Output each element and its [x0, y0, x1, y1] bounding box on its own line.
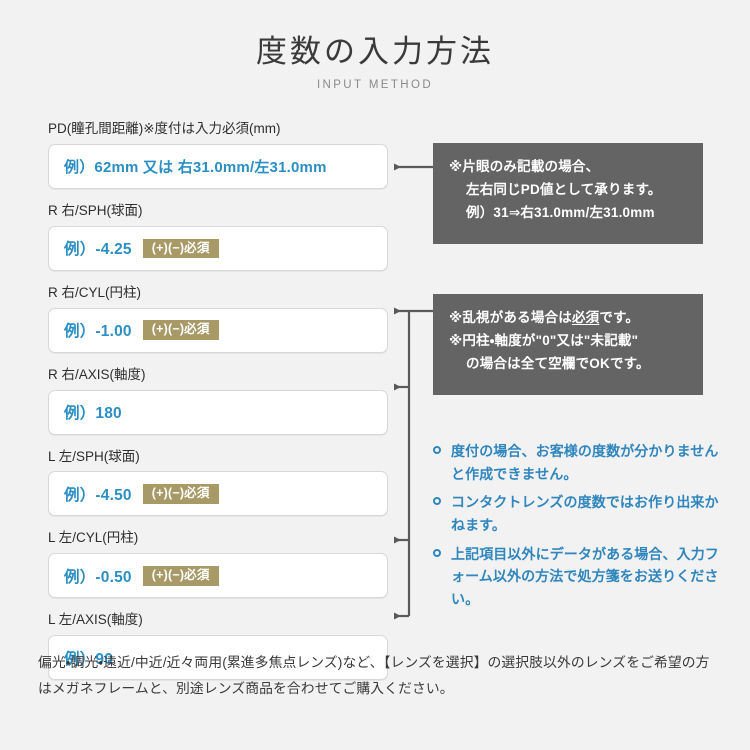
callout-cyl-line3: の場合は全て空欄でOKです。 [466, 356, 650, 372]
field-group-r-sph: R 右/SPH(球面) 例）-4.25 (+)(−)必須 [48, 203, 388, 271]
list-item: 度付の場合、お客様の度数が分かりませんと作成できません。 [433, 440, 723, 485]
field-group-r-axis: R 右/AXIS(軸度) 例）180 [48, 367, 388, 435]
field-group-l-cyl: L 左/CYL(円柱) 例）-0.50 (+)(−)必須 [48, 530, 388, 599]
field-group-pd: PD(瞳孔間距離)※度付は入力必須(mm) 例）62mm 又は 右31.0mm/… [48, 121, 388, 189]
field-label-l-cyl: L 左/CYL(円柱) [48, 530, 139, 546]
field-group-r-cyl: R 右/CYL(円柱) 例）-1.00 (+)(−)必須 [48, 285, 388, 353]
bullet-circle-icon [433, 446, 441, 454]
callout-pd-note: ※片眼のみ記載の場合、 左右同じPD値として承ります。 例）31⇒右31.0mm… [433, 143, 703, 244]
required-badge-r-sph: (+)(−)必須 [142, 238, 219, 258]
field-placeholder-r-axis: 例）180 [64, 405, 122, 422]
field-label-l-axis: L 左/AXIS(軸度) [48, 612, 143, 628]
field-input-r-axis[interactable]: 例）180 [48, 389, 388, 435]
field-label-r-axis: R 右/AXIS(軸度) [48, 366, 146, 382]
field-placeholder-r-sph: 例）-4.25 [64, 241, 132, 259]
field-group-l-sph: L 左/SPH(球面) 例）-4.50 (+)(−)必須 [48, 449, 388, 517]
list-item: 上記項目以外にデータがある場合、入力フォーム以外の方法で処方箋をお送りください。 [433, 543, 723, 611]
field-group-l-axis: L 左/AXIS(軸度) 例）90 [48, 612, 388, 681]
callout-cyl-line2: ※円柱・軸度が"0"又は"未記載" [449, 333, 639, 349]
field-placeholder-l-sph: 例）-4.50 [64, 486, 132, 504]
field-input-l-sph[interactable]: 例）-4.50 (+)(−)必須 [48, 471, 388, 517]
note-text: 上記項目以外にデータがある場合、入力フォーム以外の方法で処方箋をお送りください。 [451, 545, 719, 608]
callout-cyl-line1: ※乱視がある場合は必須です。 [449, 306, 703, 329]
callout-cyl-line1-post: です。 [599, 310, 640, 325]
callout-cyl-note: ※乱視がある場合は必須です。 ※円柱・軸度が"0"又は"未記載" の場合は全て空… [433, 294, 703, 395]
field-input-pd[interactable]: 例）62mm 又は 右31.0mm/左31.0mm [48, 143, 388, 189]
page-subtitle: INPUT METHOD [316, 78, 434, 91]
bullet-circle-icon [433, 548, 441, 557]
callout-pd-line1: ※片眼のみ記載の場合、 [449, 159, 600, 174]
note-text: 度付の場合、お客様の度数が分かりませんと作成できません。 [451, 443, 719, 482]
required-badge-r-cyl: (+)(−)必須 [142, 320, 219, 340]
field-placeholder-r-cyl: 例）-1.00 [64, 323, 132, 341]
callout-cyl-line1-underline: 必須 [571, 310, 600, 325]
callout-pd-line3: 例）31⇒右31.0mm/左31.0mm [466, 205, 655, 221]
field-label-r-cyl: R 右/CYL(円柱) [48, 284, 142, 300]
prescription-form: PD(瞳孔間距離)※度付は入力必須(mm) 例）62mm 又は 右31.0mm/… [48, 121, 388, 681]
required-badge-l-cyl: (+)(−)必須 [142, 566, 219, 586]
field-input-l-cyl[interactable]: 例）-0.50 (+)(−)必須 [48, 553, 388, 599]
field-placeholder-l-cyl: 例）-0.50 [64, 568, 132, 586]
field-placeholder-l-axis: 例）90 [64, 650, 114, 668]
page-header: 度数の入力方法 INPUT METHOD [0, 34, 750, 91]
field-label-r-sph: R 右/SPH(球面) [48, 202, 143, 218]
field-input-l-axis[interactable]: 例）90 [48, 635, 388, 681]
note-text: コンタクトレンズの度数ではお作り出来かねます。 [451, 494, 719, 534]
field-placeholder-pd: 例）62mm 又は 右31.0mm/左31.0mm [64, 158, 327, 176]
field-label-l-sph: L 左/SPH(球面) [48, 448, 140, 464]
list-item: コンタクトレンズの度数ではお作り出来かねます。 [433, 491, 723, 536]
footer-note: 偏光・調光・遠近/中近/近々両用(累進多焦点レンズ)など、【レンズを選択】の選択… [38, 655, 710, 696]
notes-list: 度付の場合、お客様の度数が分かりませんと作成できません。 コンタクトレンズの度数… [433, 440, 723, 611]
bullet-circle-icon [433, 497, 441, 506]
field-label-pd: PD(瞳孔間距離)※度付は入力必須(mm) [48, 121, 281, 136]
callout-pd-line2: 左右同じPD値として承ります。 [466, 182, 662, 198]
callout-cyl-line1-pre: ※乱視がある場合は [449, 310, 572, 325]
page-title: 度数の入力方法 [256, 34, 494, 69]
required-badge-l-sph: (+)(−)必須 [142, 484, 219, 504]
field-input-r-cyl[interactable]: 例）-1.00 (+)(−)必須 [48, 307, 388, 353]
field-input-r-sph[interactable]: 例）-4.25 (+)(−)必須 [48, 225, 388, 271]
